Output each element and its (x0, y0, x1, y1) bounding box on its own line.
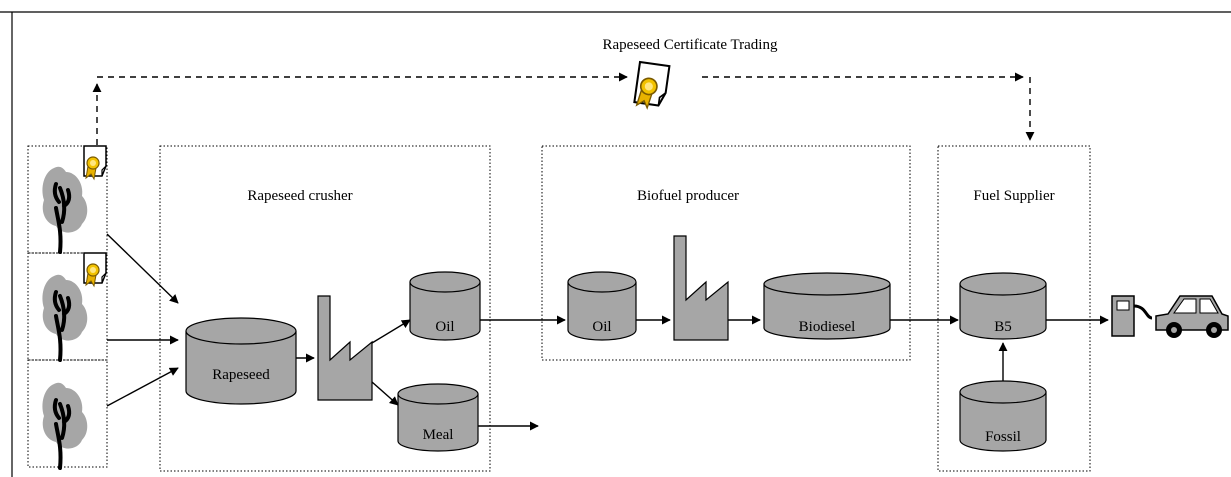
oil-tank-crusher (409, 271, 481, 341)
b5-tank-label: B5 (994, 319, 1012, 335)
car-icon (1155, 295, 1229, 338)
factory-icon (673, 235, 729, 341)
biofuel-producer-label: Biofuel producer (637, 188, 739, 204)
fuel-supplier-box (937, 145, 1091, 472)
fossil-tank-label: Fossil (985, 429, 1021, 445)
arrow-crusher-to-meal (371, 381, 399, 406)
biodiesel-tank (763, 272, 891, 340)
b5-tank (959, 272, 1047, 340)
biodiesel-tank-label: Biodiesel (799, 319, 856, 335)
oil-tank-producer-label: Oil (592, 319, 611, 335)
certificate-trading-title: Rapeseed Certificate Trading (603, 37, 778, 53)
factory-icon (317, 295, 373, 401)
meal-tank-label: Meal (423, 427, 454, 443)
farm-box-3 (27, 359, 108, 468)
oil-tank-producer (567, 271, 637, 341)
tree-icon (40, 272, 90, 362)
tree-icon (40, 164, 90, 254)
fossil-tank (959, 380, 1047, 452)
rapeseed-crusher-box (159, 145, 491, 472)
rapeseed-crusher-label: Rapeseed crusher (247, 188, 352, 204)
arrow-farm3-to-rapeseed (106, 367, 179, 407)
arrow-farm1-to-rapeseed (106, 233, 179, 304)
arrow-crusher-to-oil (371, 319, 411, 344)
meal-tank (397, 383, 479, 452)
fuel-pump-icon (1111, 295, 1153, 337)
biofuel-producer-box (541, 145, 911, 361)
rapeseed-tank (185, 317, 297, 405)
certificate-icon (632, 60, 671, 112)
certificate-icon (83, 252, 107, 287)
oil-tank-crusher-label: Oil (435, 319, 454, 335)
certificate-icon (83, 145, 107, 180)
tree-icon (40, 380, 90, 470)
fuel-supplier-label: Fuel Supplier (973, 188, 1054, 204)
rapeseed-tank-label: Rapeseed (212, 367, 270, 383)
